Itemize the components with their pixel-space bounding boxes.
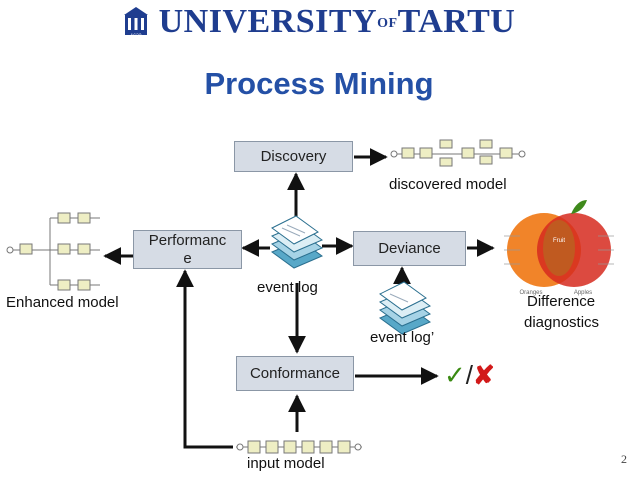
venn-right-label: Apples [574,290,592,296]
check-icon: ✓ [444,360,466,390]
enhanced-model-thumbnail [6,212,100,291]
arrow-input-to-performance [176,269,233,449]
seal-year: 1632 [130,34,141,40]
university-wordmark: UNIVERSITYOFTARTU [159,3,516,41]
input-model-label: input model [247,455,325,472]
enhanced-model-label: Enhanced model [6,294,119,311]
difference-venn-diagram: Fruit Oranges Apples [504,200,614,296]
venn-left-label: Oranges [519,290,542,296]
input-model-thumbnail [236,440,362,454]
brand-main: UNIVERSITY [158,3,378,40]
university-header: 1632 UNIVERSITYOFTARTU [0,0,638,44]
discovery-box: Discovery [234,141,353,172]
diagnostics-label: diagnostics [524,314,600,331]
deviance-box: Deviance [353,231,466,266]
event-log-icon [270,215,324,269]
difference-label: Difference [527,293,596,310]
event-log-label: event log [257,279,318,296]
venn-center-label: Fruit [553,238,565,244]
event-log-prime-label: event log’ [370,329,435,346]
university-crest-icon: 1632 [123,7,148,40]
page-number: 2 [621,452,627,466]
discovered-model-thumbnail [390,139,526,167]
performance-box: Performanc e [133,230,242,269]
discovered-model-label: discovered model [389,176,507,193]
brand-tail: TARTU [397,3,516,40]
cross-icon: ✘ [473,360,495,390]
brand-of: OF [377,16,398,32]
conformance-result: ✓/✘ [444,360,495,391]
event-log-prime-icon [378,281,432,335]
slash-separator: / [465,360,474,390]
slide-title: Process Mining [204,66,434,101]
conformance-box: Conformance [236,356,354,391]
